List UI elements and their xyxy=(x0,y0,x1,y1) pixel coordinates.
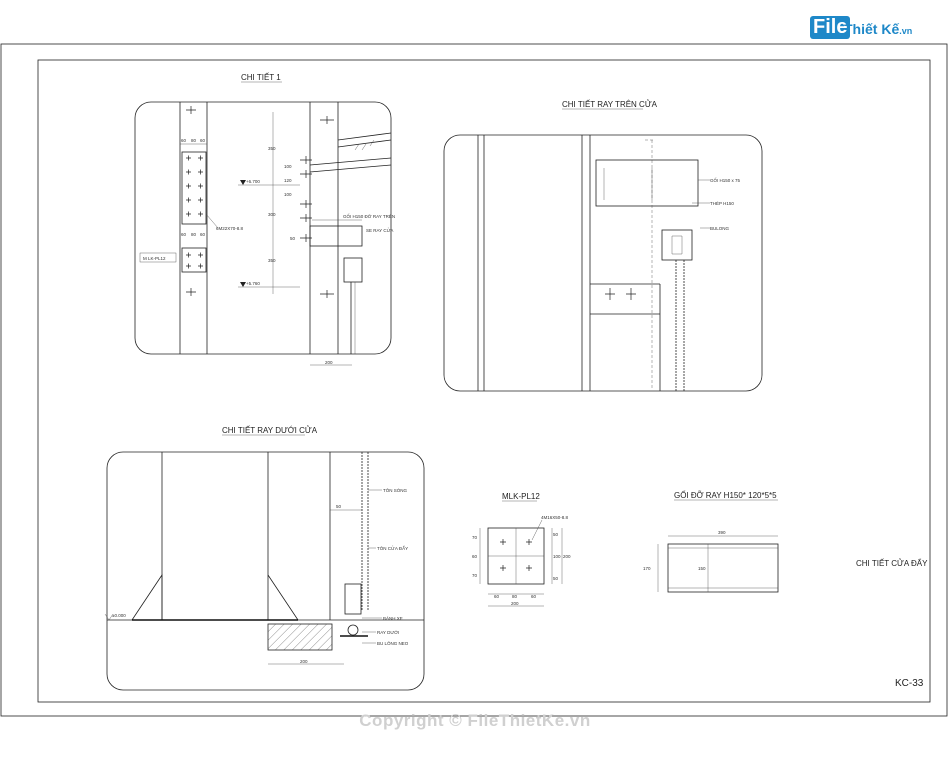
plate-bolt-label: 4M16X50-8.8 xyxy=(541,515,569,520)
detail1-mid-dim-1: 60 xyxy=(181,232,187,237)
plate-bolts xyxy=(500,539,532,571)
detail1-mid-dim-3: 60 xyxy=(200,232,206,237)
botrail-base-stiffeners xyxy=(131,573,299,621)
support-title: GỐI ĐỠ RAY H150* 120*5*5 xyxy=(674,490,777,500)
inner-border xyxy=(37,59,931,703)
detail1-pl-tag xyxy=(139,252,177,263)
botrail-wheel xyxy=(347,624,359,636)
botrail-note-5: BU LÔNG NEO xyxy=(377,640,409,646)
plate-right-total: 200 xyxy=(563,554,571,559)
plate-right-dim-3: 50 xyxy=(553,576,559,581)
toprail-bolts xyxy=(605,288,636,300)
toprail-note-2: THÉP H150 xyxy=(710,200,734,206)
support-inner-dim: 150 xyxy=(698,566,706,571)
logo-text: Thiết Kế.vn xyxy=(844,21,912,37)
botrail-title: CHI TIẾT RAY DƯỚI CỬA xyxy=(222,425,318,435)
detail1-top-dim-3: 60 xyxy=(200,138,206,143)
toprail-door-edge xyxy=(645,139,655,390)
plate-left-dim-1: 70 xyxy=(472,535,478,540)
toprail-roller-inner xyxy=(671,235,683,255)
brand-logo[interactable]: File Thiết Kế.vn xyxy=(810,12,920,46)
toprail-note-3: BULONG xyxy=(710,226,730,231)
detail1-vdim-4: 100 xyxy=(284,192,292,197)
side-note: CHI TIẾT CỬA ĐẨY xyxy=(856,558,928,568)
detail1-frame xyxy=(134,101,392,355)
toprail-roller xyxy=(661,229,693,261)
detail1-vdim-2: 100 xyxy=(284,164,292,169)
botrail-frame xyxy=(106,451,425,691)
plate-left-dim-2: 60 xyxy=(472,554,478,559)
detail1-pl-label: M LK-PL12 xyxy=(143,256,166,261)
plate-bolt-leader xyxy=(531,519,543,541)
logo-file-badge: File xyxy=(810,16,851,39)
copyright-watermark: Copyright © FileThietKe.vn xyxy=(359,711,591,730)
botrail-notes: TÔN SÓNG TÔN CỬA ĐẨY BÁNH XE RAY DƯỚI BU… xyxy=(362,487,409,646)
plate-bottom-dim-3: 60 xyxy=(531,594,537,599)
plate-left-dim-3: 70 xyxy=(472,573,478,578)
botrail-note-3: BÁNH XE xyxy=(383,615,403,621)
detail1-beam-note: GỐI H150 ĐỠ RAY TRÊN xyxy=(343,212,395,219)
detail1-rail-note: SE RAY CỬA xyxy=(366,227,393,233)
detail1-level-bot: +5.760 xyxy=(246,281,260,286)
plate-bottom-total: 200 xyxy=(511,601,519,606)
detail1-top-dim-2: 80 xyxy=(191,138,197,143)
detail1-vdim-5: 350 xyxy=(268,258,276,263)
botrail-level-marker xyxy=(104,613,114,621)
detail1-level-bot-marker xyxy=(240,282,246,287)
botrail-level: ±0.000 xyxy=(112,613,126,618)
detail1-rail-support xyxy=(309,225,363,247)
sheet-code: KC-33 xyxy=(895,678,924,689)
detail1-flange-bolts xyxy=(186,106,203,296)
detail1-vdim-1: 350 xyxy=(268,146,276,151)
detail1-roller xyxy=(343,257,363,283)
plate-right-dim-1: 50 xyxy=(553,532,559,537)
detail1-purlins xyxy=(354,139,375,151)
detail1-beam xyxy=(309,157,392,173)
detail1-bolt-leader xyxy=(205,213,219,229)
detail1-level-top-marker xyxy=(240,180,246,185)
botrail-note-2: TÔN CỬA ĐẨY xyxy=(377,545,408,551)
botrail-dim-50: 50 xyxy=(336,504,342,509)
plate-title: MLK-PL12 xyxy=(502,492,540,501)
plate-bottom-dim-1: 60 xyxy=(494,594,500,599)
toprail-notes: GỐI H150 x 75 THÉP H150 BULONG xyxy=(692,177,741,231)
detail1-column-bolts xyxy=(300,116,334,298)
plate-bottom-dim-2: 80 xyxy=(512,594,518,599)
detail1-lk-plate xyxy=(181,247,207,273)
botrail-note-1: TÔN SÓNG xyxy=(383,487,408,493)
botrail-roller xyxy=(344,583,362,615)
detail1-flange-plate xyxy=(181,151,207,225)
support-left-dim: 170 xyxy=(643,566,651,571)
detail1-bottom-dim: 200 xyxy=(325,360,333,365)
detail1-top-dim-1: 60 xyxy=(181,138,187,143)
logo-name: Thiết Kế xyxy=(844,21,900,37)
support-outline xyxy=(667,543,779,593)
toprail-note-1: GỐI H150 x 75 xyxy=(710,177,741,183)
toprail-title: CHI TIẾT RAY TRÊN CỬA xyxy=(562,99,658,109)
botrail-foundation xyxy=(267,623,333,651)
logo-suffix: .vn xyxy=(899,26,913,36)
outer-border xyxy=(0,43,948,717)
support-top-dim: 390 xyxy=(718,530,726,535)
detail1-vdim-3: 120 xyxy=(284,178,292,183)
plate-right-dim-2: 100 xyxy=(553,554,561,559)
detail1-vdim-6: 300 xyxy=(268,212,276,217)
detail1-lk-bolts xyxy=(186,252,203,269)
detail1-rafter xyxy=(337,132,392,148)
botrail-dim-200: 200 xyxy=(300,659,308,664)
botrail-note-4: RAY DƯỚI xyxy=(377,629,399,635)
toprail-beam-box xyxy=(595,159,699,207)
detail1-vdim-7: 50 xyxy=(290,236,296,241)
detail1-bolt-label: 6M22X70-8.8 xyxy=(216,226,244,231)
detail1-mid-dim-2: 80 xyxy=(191,232,197,237)
detail1-title: CHI TIẾT 1 xyxy=(241,72,281,82)
detail1-level-top: +6.700 xyxy=(246,179,260,184)
toprail-frame xyxy=(443,134,763,392)
